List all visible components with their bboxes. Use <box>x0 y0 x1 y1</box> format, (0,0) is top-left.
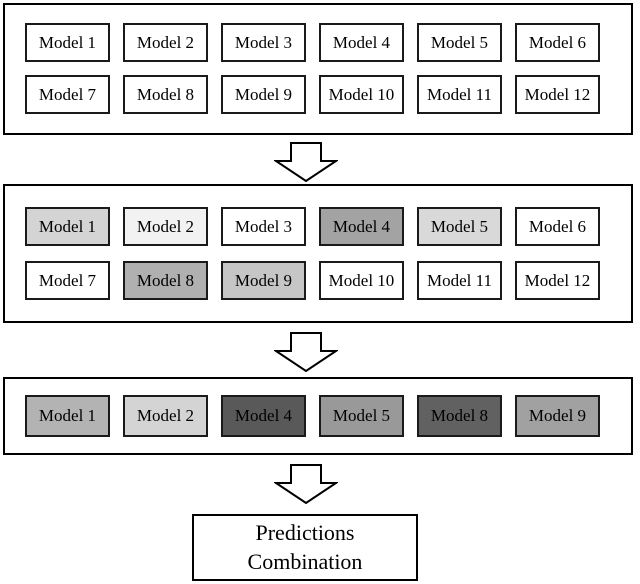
model-box-model-11: Model 11 <box>417 261 502 300</box>
model-box-model-3: Model 3 <box>221 207 306 246</box>
model-box-model-1: Model 1 <box>25 207 110 246</box>
panel-model-scoring: Model 1 Model 2 Model 3 Model 4 Model 5 Model… <box>3 184 633 323</box>
model-box-model-9: Model 9 <box>515 395 600 437</box>
model-box-model-12: Model 12 <box>515 261 600 300</box>
model-box-model-4: Model 4 <box>221 395 306 437</box>
output-box-line2: Combination <box>247 548 363 574</box>
model-box-model-1: Model 1 <box>25 23 110 62</box>
panel-model-pool: Model 1 Model 2 Model 3 Model 4 Model 5 Model… <box>3 3 633 135</box>
model-box-model-2: Model 2 <box>123 207 208 246</box>
model-box-model-3: Model 3 <box>221 23 306 62</box>
model-box-model-7: Model 7 <box>25 261 110 300</box>
model-box-model-8: Model 8 <box>123 261 208 300</box>
model-box-model-2: Model 2 <box>123 395 208 437</box>
down-arrow-icon <box>274 142 338 182</box>
model-box-model-10: Model 10 <box>319 75 404 114</box>
model-box-model-8: Model 8 <box>123 75 208 114</box>
model-box-model-5: Model 5 <box>417 207 502 246</box>
model-box-model-10: Model 10 <box>319 261 404 300</box>
model-box-model-11: Model 11 <box>417 75 502 114</box>
model-box-model-9: Model 9 <box>221 261 306 300</box>
down-arrow-icon <box>274 332 338 372</box>
model-box-model-5: Model 5 <box>417 23 502 62</box>
predictions-combination-box: Predictions Combination <box>192 514 418 581</box>
model-box-model-7: Model 7 <box>25 75 110 114</box>
model-box-model-6: Model 6 <box>515 207 600 246</box>
model-box-model-4: Model 4 <box>319 207 404 246</box>
model-box-model-4: Model 4 <box>319 23 404 62</box>
panel-selected-models: Model 1 Model 2 Model 4 Model 5 Model 8 Model… <box>3 377 633 455</box>
model-box-model-1: Model 1 <box>25 395 110 437</box>
model-box-model-8: Model 8 <box>417 395 502 437</box>
model-box-model-5: Model 5 <box>319 395 404 437</box>
model-box-model-9: Model 9 <box>221 75 306 114</box>
output-box-line1: Predictions <box>255 519 355 545</box>
model-box-model-6: Model 6 <box>515 23 600 62</box>
model-box-model-2: Model 2 <box>123 23 208 62</box>
model-box-model-12: Model 12 <box>515 75 600 114</box>
down-arrow-icon <box>274 464 338 504</box>
